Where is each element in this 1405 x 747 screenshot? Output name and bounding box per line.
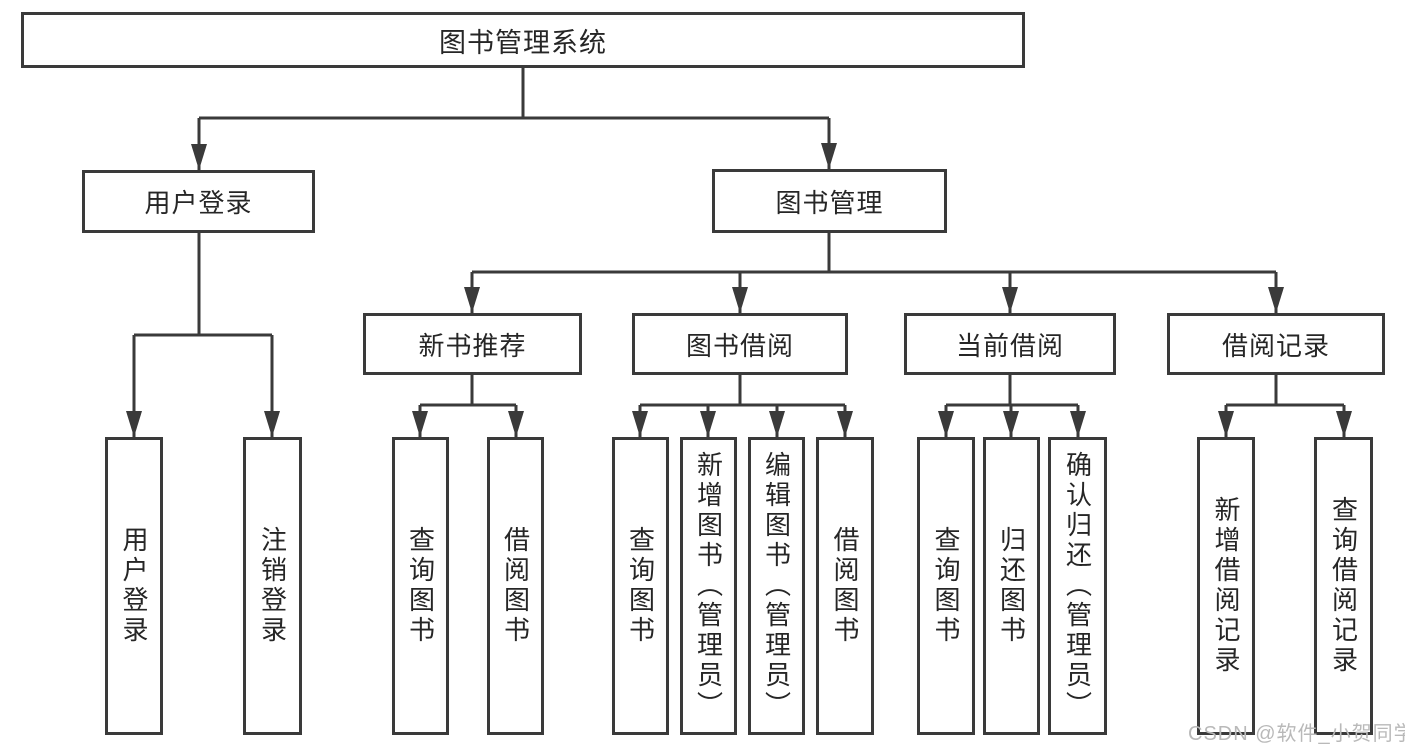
node-book-management: 图书管理	[712, 169, 947, 233]
node-new-book-recommend: 新书推荐	[363, 313, 582, 375]
connector-book-borrow-split	[640, 375, 845, 407]
node-label: 查询图书	[625, 526, 656, 646]
node-current-borrow: 当前借阅	[904, 313, 1116, 375]
connector-current-borrow-split	[946, 375, 1078, 407]
node-leaf-query-book-1: 查询图书	[392, 437, 449, 735]
node-label: 图书管理系统	[439, 27, 607, 58]
node-label: 查询图书	[405, 526, 436, 646]
node-label: 借阅图书	[500, 526, 531, 646]
connector-user-login-split	[134, 233, 272, 337]
node-label: 查询图书	[931, 526, 961, 646]
node-label: 新书推荐	[418, 330, 527, 361]
node-leaf-add-borrow-record: 新增借阅记录	[1197, 437, 1255, 735]
node-label: 查询借阅记录	[1328, 496, 1359, 676]
node-leaf-user-login: 用户登录	[105, 437, 163, 735]
node-label: 归还图书	[996, 526, 1027, 646]
node-leaf-return-book: 归还图书	[983, 437, 1040, 735]
connector-book-mgmt-split	[472, 233, 1276, 274]
node-leaf-confirm-return-admin: 确认归还（管理员）	[1048, 437, 1107, 735]
node-leaf-add-book-admin: 新增图书（管理员）	[680, 437, 737, 735]
node-library-system: 图书管理系统	[21, 12, 1025, 68]
node-leaf-logout: 注销登录	[243, 437, 302, 735]
node-leaf-query-book-3: 查询图书	[917, 437, 975, 735]
node-leaf-query-book-2: 查询图书	[612, 437, 669, 735]
node-user-login: 用户登录	[82, 170, 315, 233]
connector-new-book-split	[420, 375, 516, 407]
connector-root-split	[199, 68, 829, 120]
node-label: 新增借阅记录	[1211, 496, 1241, 676]
node-label: 确认归还（管理员）	[1062, 451, 1093, 721]
node-label: 图书管理	[775, 187, 884, 218]
node-label: 图书借阅	[685, 330, 794, 361]
node-label: 借阅记录	[1221, 330, 1330, 361]
node-leaf-query-borrow-record: 查询借阅记录	[1314, 437, 1373, 735]
node-leaf-borrow-book-2: 借阅图书	[816, 437, 874, 735]
node-label: 借阅图书	[830, 526, 860, 646]
node-label: 当前借阅	[955, 330, 1064, 361]
node-label: 编辑图书（管理员）	[761, 451, 792, 721]
node-borrow-record: 借阅记录	[1167, 313, 1385, 375]
node-book-borrow: 图书借阅	[632, 313, 848, 375]
node-label: 用户登录	[144, 188, 253, 218]
connector-borrow-record-split	[1226, 375, 1344, 407]
node-leaf-edit-book-admin: 编辑图书（管理员）	[748, 437, 805, 735]
node-label: 新增图书（管理员）	[693, 451, 724, 721]
node-leaf-borrow-book-1: 借阅图书	[487, 437, 544, 735]
node-label: 用户登录	[119, 526, 149, 646]
node-label: 注销登录	[257, 526, 288, 646]
csdn-watermark: CSDN @软件_小贺同学	[1188, 723, 1405, 745]
